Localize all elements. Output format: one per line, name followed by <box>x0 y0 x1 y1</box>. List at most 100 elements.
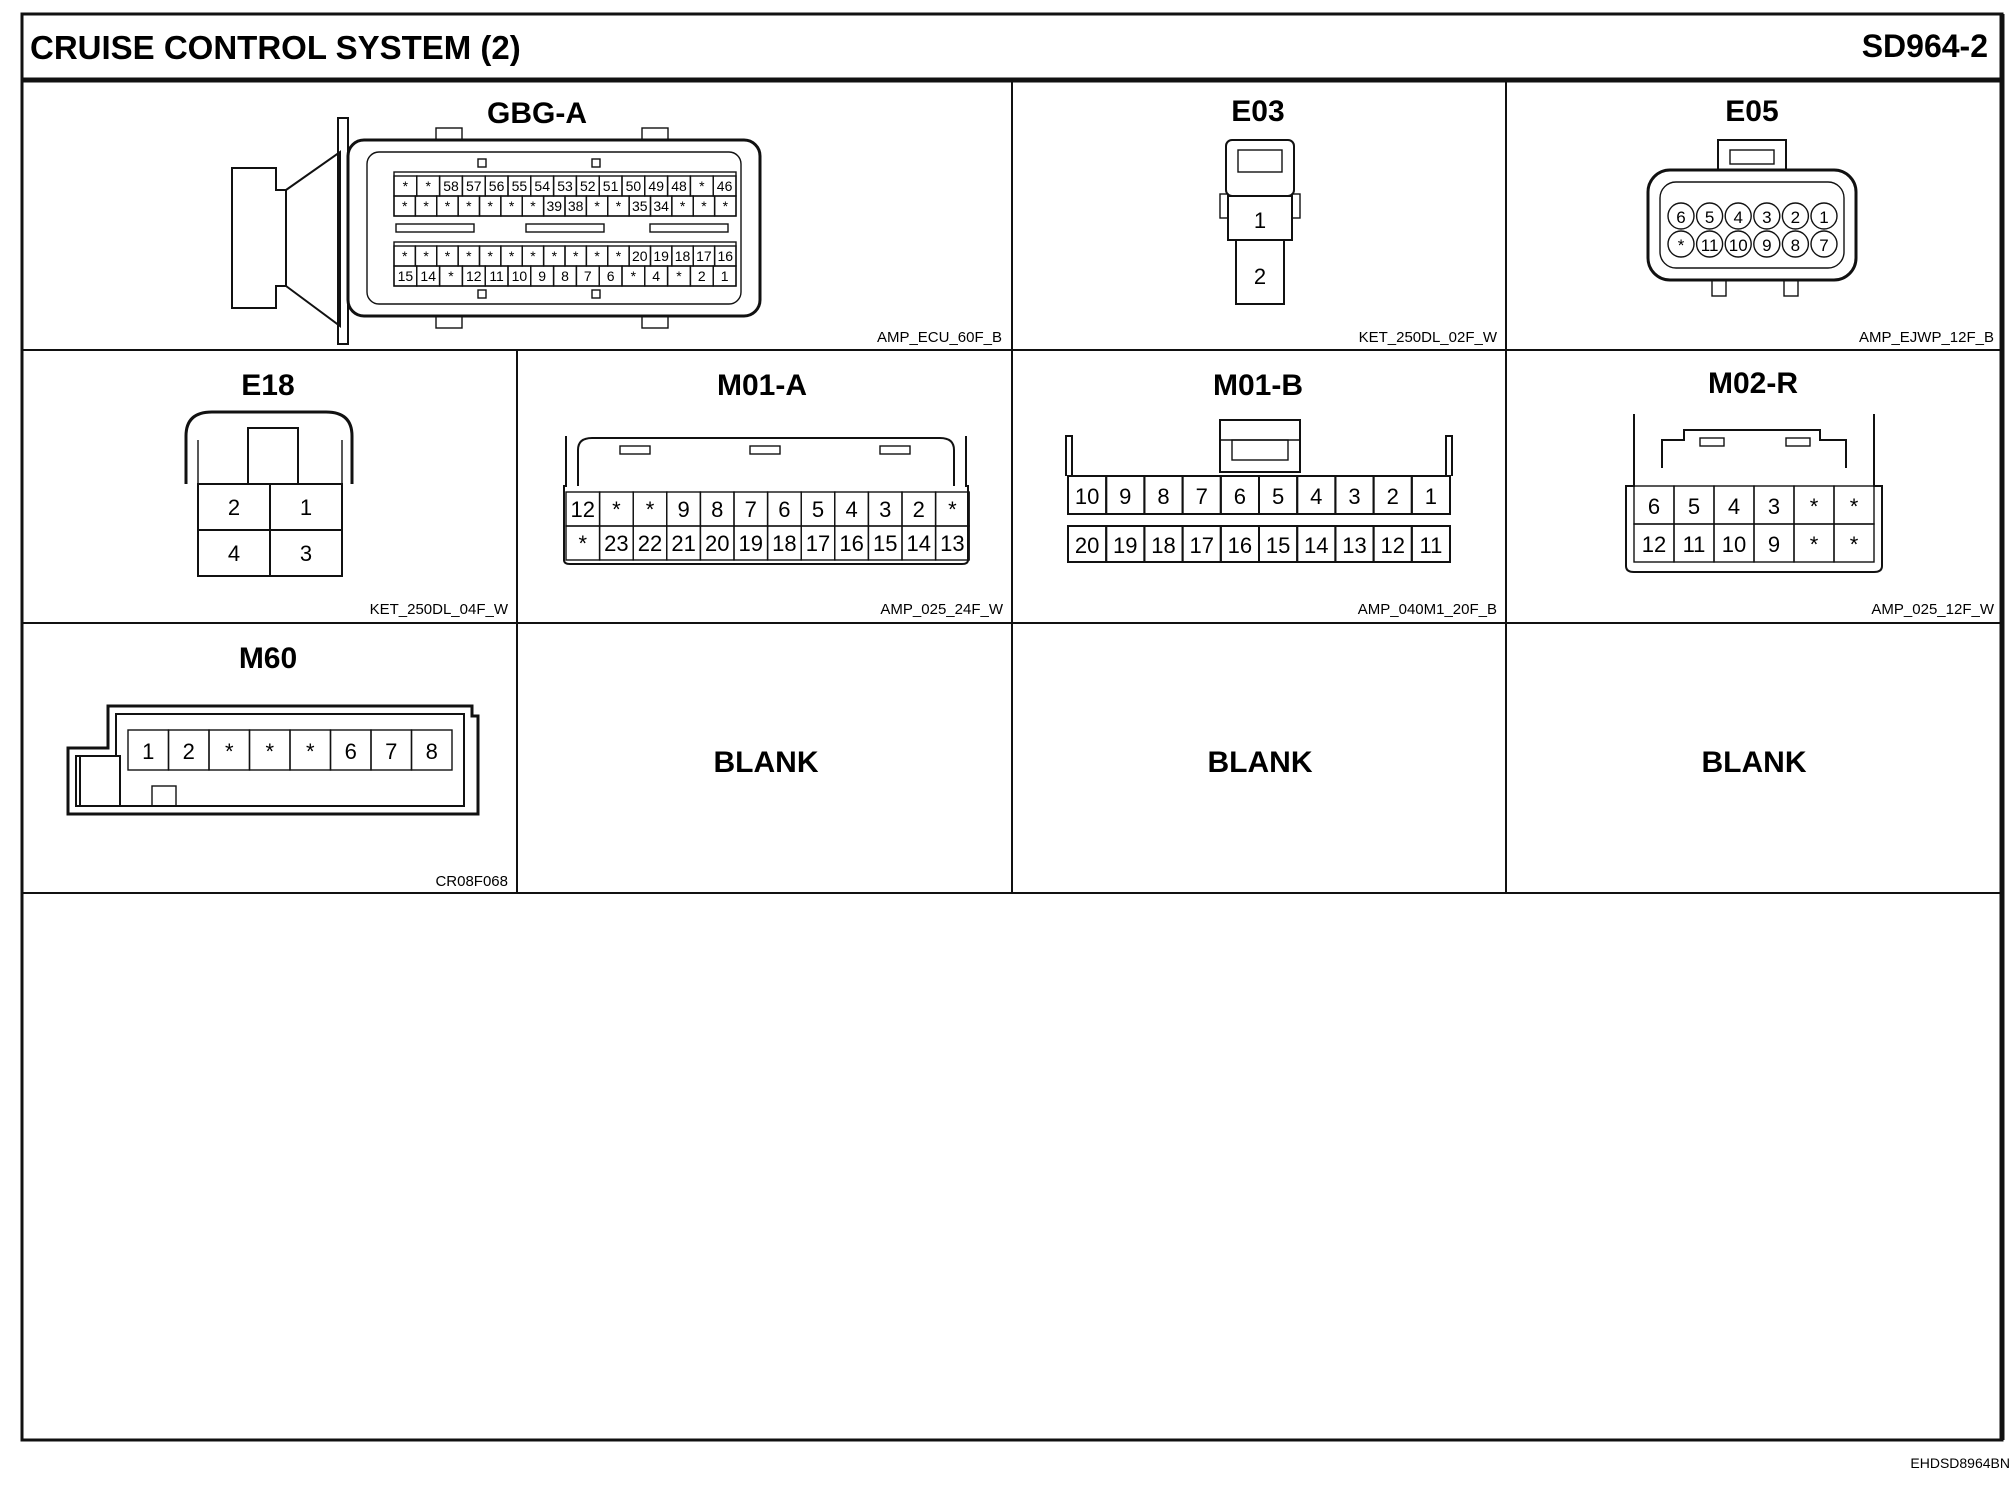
pin-label: 12 <box>571 497 595 522</box>
pin-label: 17 <box>1189 533 1213 558</box>
pin-label: 57 <box>466 178 482 194</box>
pin-label: * <box>579 531 588 556</box>
pin-label: 11 <box>1419 533 1442 558</box>
pin-cell <box>1695 230 1724 258</box>
pin-label: * <box>466 248 472 264</box>
pin-label: 8 <box>426 739 438 764</box>
e03-pin-cell <box>1235 239 1285 305</box>
pin-cell <box>1695 202 1724 230</box>
pin-label: 18 <box>1151 533 1175 558</box>
pin-label: 10 <box>1722 532 1746 557</box>
pin-label: 7 <box>385 739 397 764</box>
pin-label: 11 <box>1701 236 1719 255</box>
page-title: CRUISE CONTROL SYSTEM (2) <box>30 29 521 66</box>
pin-label: * <box>445 248 451 264</box>
pin-label: 9 <box>538 268 546 284</box>
pin-label: * <box>530 198 536 214</box>
pin-label: 19 <box>653 248 669 264</box>
connector-part: AMP_025_24F_W <box>880 601 1003 618</box>
pin-label: 2 <box>1254 264 1266 289</box>
connector-label: M02-R <box>1708 367 1798 400</box>
pin-label: 49 <box>648 178 664 194</box>
pin-label: 13 <box>1342 533 1366 558</box>
pin-label: 12 <box>466 268 482 284</box>
pin-label: 58 <box>443 178 459 194</box>
pin-label: 12 <box>1380 533 1404 558</box>
pin-label: * <box>265 739 274 764</box>
pin-label: 50 <box>626 178 642 194</box>
pin-label: 5 <box>1688 494 1700 519</box>
pin-label: 9 <box>1762 236 1771 255</box>
connector-e03: E03 KET_250DL_02F_W 1 2 <box>1219 95 1498 346</box>
grid-lines <box>22 80 2002 894</box>
pin-label: 11 <box>1683 532 1706 557</box>
pin-label: 15 <box>873 531 897 556</box>
pin-label: * <box>616 248 622 264</box>
pin-label: * <box>616 198 622 214</box>
gbg-a-boot <box>231 167 287 309</box>
pin-label: * <box>676 268 682 284</box>
pin-label: 17 <box>696 248 712 264</box>
pin-label: 6 <box>1648 494 1660 519</box>
pin-label: * <box>445 198 451 214</box>
pin-label: * <box>1810 532 1819 557</box>
pin-label: 7 <box>1819 236 1828 255</box>
pin-label: 15 <box>398 268 414 284</box>
pin-label: 8 <box>711 497 723 522</box>
m60-housing <box>66 704 480 816</box>
pin-label: * <box>573 248 579 264</box>
blank-cell-label: BLANK <box>1208 746 1313 779</box>
pin-cell <box>1810 202 1838 230</box>
blank-cell-label: BLANK <box>1702 746 1807 779</box>
pin-label: 2 <box>913 497 925 522</box>
pin-label: 1 <box>1254 208 1266 233</box>
pin-label: 22 <box>638 531 662 556</box>
pin-label: 8 <box>561 268 569 284</box>
pin-label: 20 <box>632 248 648 264</box>
connector-part: AMP_025_12F_W <box>1871 601 1994 618</box>
connector-label: M60 <box>239 642 297 675</box>
pin-label: 8 <box>1157 484 1169 509</box>
connector-label: GBG-A <box>487 97 587 130</box>
pin-label: 7 <box>1196 484 1208 509</box>
pin-label: 17 <box>806 531 830 556</box>
pin-label: * <box>552 248 558 264</box>
pin-cell <box>410 729 453 771</box>
pin-label: 10 <box>1729 236 1748 255</box>
pin-label: * <box>425 178 431 194</box>
pin-label: 3 <box>300 541 312 566</box>
pin-label: * <box>487 248 493 264</box>
pin-cell <box>1833 523 1875 563</box>
pin-label: 13 <box>940 531 964 556</box>
connector-label: E05 <box>1725 95 1778 128</box>
pin-label: * <box>612 497 621 522</box>
gbg-a-housing <box>346 138 762 318</box>
pin-label: * <box>509 198 515 214</box>
connector-part: AMP_EJWP_12F_B <box>1859 329 1994 346</box>
pin-label: 5 <box>1705 208 1714 227</box>
pin-label: 4 <box>1728 494 1740 519</box>
connector-label: M01-B <box>1213 369 1303 402</box>
pin-label: 53 <box>557 178 573 194</box>
pin-label: * <box>423 198 429 214</box>
pin-label: 2 <box>1387 484 1399 509</box>
pin-cell <box>1753 230 1781 258</box>
pin-label: 6 <box>607 268 615 284</box>
connector-part: AMP_ECU_60F_B <box>877 329 1002 346</box>
pin-label: 2 <box>228 495 240 520</box>
pin-cell <box>1667 202 1695 230</box>
pin-label: * <box>530 248 536 264</box>
pin-label: 3 <box>1762 208 1771 227</box>
pin-label: 15 <box>1266 533 1290 558</box>
pin-label: 4 <box>228 541 240 566</box>
pin-label: * <box>701 198 707 214</box>
connector-part: AMP_040M1_20F_B <box>1358 601 1497 618</box>
pin-cell <box>269 529 343 577</box>
pin-label: * <box>1850 532 1859 557</box>
pin-label: 4 <box>652 268 660 284</box>
pin-cell <box>712 265 737 287</box>
